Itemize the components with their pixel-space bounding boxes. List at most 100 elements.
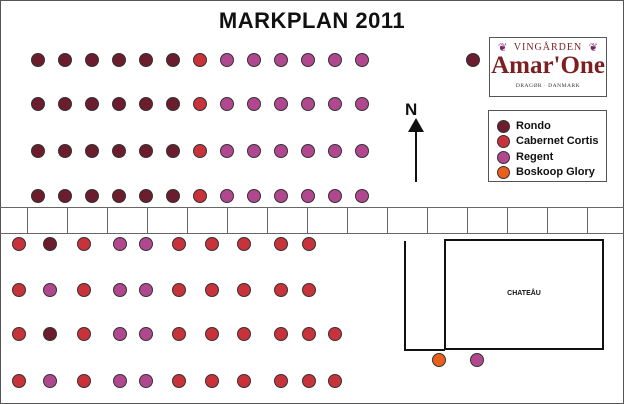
vine-cabernet-cortis <box>193 53 207 67</box>
vine-regent <box>274 97 288 111</box>
vine-regent <box>355 189 369 203</box>
legend-label: Regent <box>516 151 554 163</box>
vine-cabernet-cortis <box>237 327 251 341</box>
vine-regent <box>247 144 261 158</box>
vine-regent <box>274 144 288 158</box>
vine-regent <box>247 189 261 203</box>
road-divider <box>187 207 188 234</box>
legend-swatch <box>497 165 510 179</box>
vine-regent <box>328 144 342 158</box>
road-divider <box>147 207 148 234</box>
vine-regent <box>220 189 234 203</box>
vine-cabernet-cortis <box>77 283 91 297</box>
legend-item-regent: Regent <box>497 149 553 165</box>
vine-rondo <box>112 144 126 158</box>
vine-rondo <box>58 144 72 158</box>
vine-regent <box>301 144 315 158</box>
vine-cabernet-cortis <box>193 144 207 158</box>
vine-cabernet-cortis <box>237 237 251 251</box>
vine-regent <box>220 97 234 111</box>
vine-rondo <box>112 189 126 203</box>
vine-cabernet-cortis <box>274 327 288 341</box>
legend-swatch <box>497 119 510 133</box>
vine-regent <box>139 283 153 297</box>
vine-rondo <box>43 327 57 341</box>
vine-rondo <box>139 144 153 158</box>
vine-rondo <box>166 189 180 203</box>
vine-regent <box>139 374 153 388</box>
vine-cabernet-cortis <box>172 237 186 251</box>
road-divider <box>267 207 268 234</box>
vine-regent <box>43 374 57 388</box>
vine-regent <box>355 144 369 158</box>
vine-cabernet-cortis <box>237 374 251 388</box>
road-divider <box>587 207 588 234</box>
vine-rondo <box>31 189 45 203</box>
grape-icon: ❦ <box>498 42 508 54</box>
vine-rondo <box>166 97 180 111</box>
vine-cabernet-cortis <box>205 237 219 251</box>
vine-rondo <box>112 97 126 111</box>
vine-cabernet-cortis <box>302 374 316 388</box>
road-divider <box>307 207 308 234</box>
vine-regent <box>274 189 288 203</box>
vine-regent <box>470 353 484 367</box>
variety-legend: Rondo Cabernet Cortis Regent Boskoop Glo… <box>488 110 607 182</box>
vine-rondo <box>139 189 153 203</box>
vine-cabernet-cortis <box>77 237 91 251</box>
grape-icon: ❦ <box>588 42 598 54</box>
legend-swatch <box>497 134 510 148</box>
courtyard-wall <box>404 241 406 351</box>
vine-cabernet-cortis <box>274 374 288 388</box>
vine-regent <box>139 237 153 251</box>
vine-cabernet-cortis <box>193 189 207 203</box>
road-divider <box>107 207 108 234</box>
vine-rondo <box>85 97 99 111</box>
logo-sub-text: DRAGØR · DANMARK <box>515 83 581 89</box>
vineyard-logo: ❦ ❦ VINGÅRDEN Amar'One DRAGØR · DANMARK <box>489 37 607 97</box>
road-edge-bottom <box>0 233 624 234</box>
north-arrow-icon <box>408 118 424 132</box>
legend-label: Cabernet Cortis <box>516 135 599 147</box>
vine-regent <box>43 283 57 297</box>
vine-cabernet-cortis <box>302 327 316 341</box>
vine-regent <box>220 144 234 158</box>
legend-swatch <box>497 150 510 164</box>
road-divider <box>27 207 28 234</box>
vine-regent <box>301 97 315 111</box>
vine-cabernet-cortis <box>77 374 91 388</box>
chateau-building: CHATEÅU <box>444 239 604 350</box>
vine-regent <box>328 53 342 67</box>
vine-cabernet-cortis <box>205 283 219 297</box>
vine-regent <box>247 53 261 67</box>
road-divider <box>467 207 468 234</box>
vine-rondo <box>166 53 180 67</box>
vine-rondo <box>85 189 99 203</box>
vine-cabernet-cortis <box>302 283 316 297</box>
vine-rondo <box>31 144 45 158</box>
legend-item-boskoop-glory: Boskoop Glory <box>497 164 595 180</box>
vine-cabernet-cortis <box>205 374 219 388</box>
vine-cabernet-cortis <box>302 237 316 251</box>
vine-rondo <box>58 189 72 203</box>
vine-cabernet-cortis <box>172 374 186 388</box>
vine-regent <box>274 53 288 67</box>
vine-regent <box>113 327 127 341</box>
vine-cabernet-cortis <box>205 327 219 341</box>
vine-cabernet-cortis <box>77 327 91 341</box>
vine-cabernet-cortis <box>328 374 342 388</box>
vine-rondo <box>31 53 45 67</box>
vine-regent <box>328 97 342 111</box>
road-divider <box>427 207 428 234</box>
vine-regent <box>328 189 342 203</box>
vine-cabernet-cortis <box>237 283 251 297</box>
north-arrow-shaft <box>415 128 417 182</box>
legend-item-cabernet-cortis: Cabernet Cortis <box>497 133 599 149</box>
plan-title: MARKPLAN 2011 <box>218 8 406 33</box>
vine-regent <box>301 189 315 203</box>
road-edge-top <box>0 207 624 208</box>
vine-regent <box>355 97 369 111</box>
road-divider <box>227 207 228 234</box>
road-divider <box>547 207 548 234</box>
legend-item-rondo: Rondo <box>497 118 551 134</box>
